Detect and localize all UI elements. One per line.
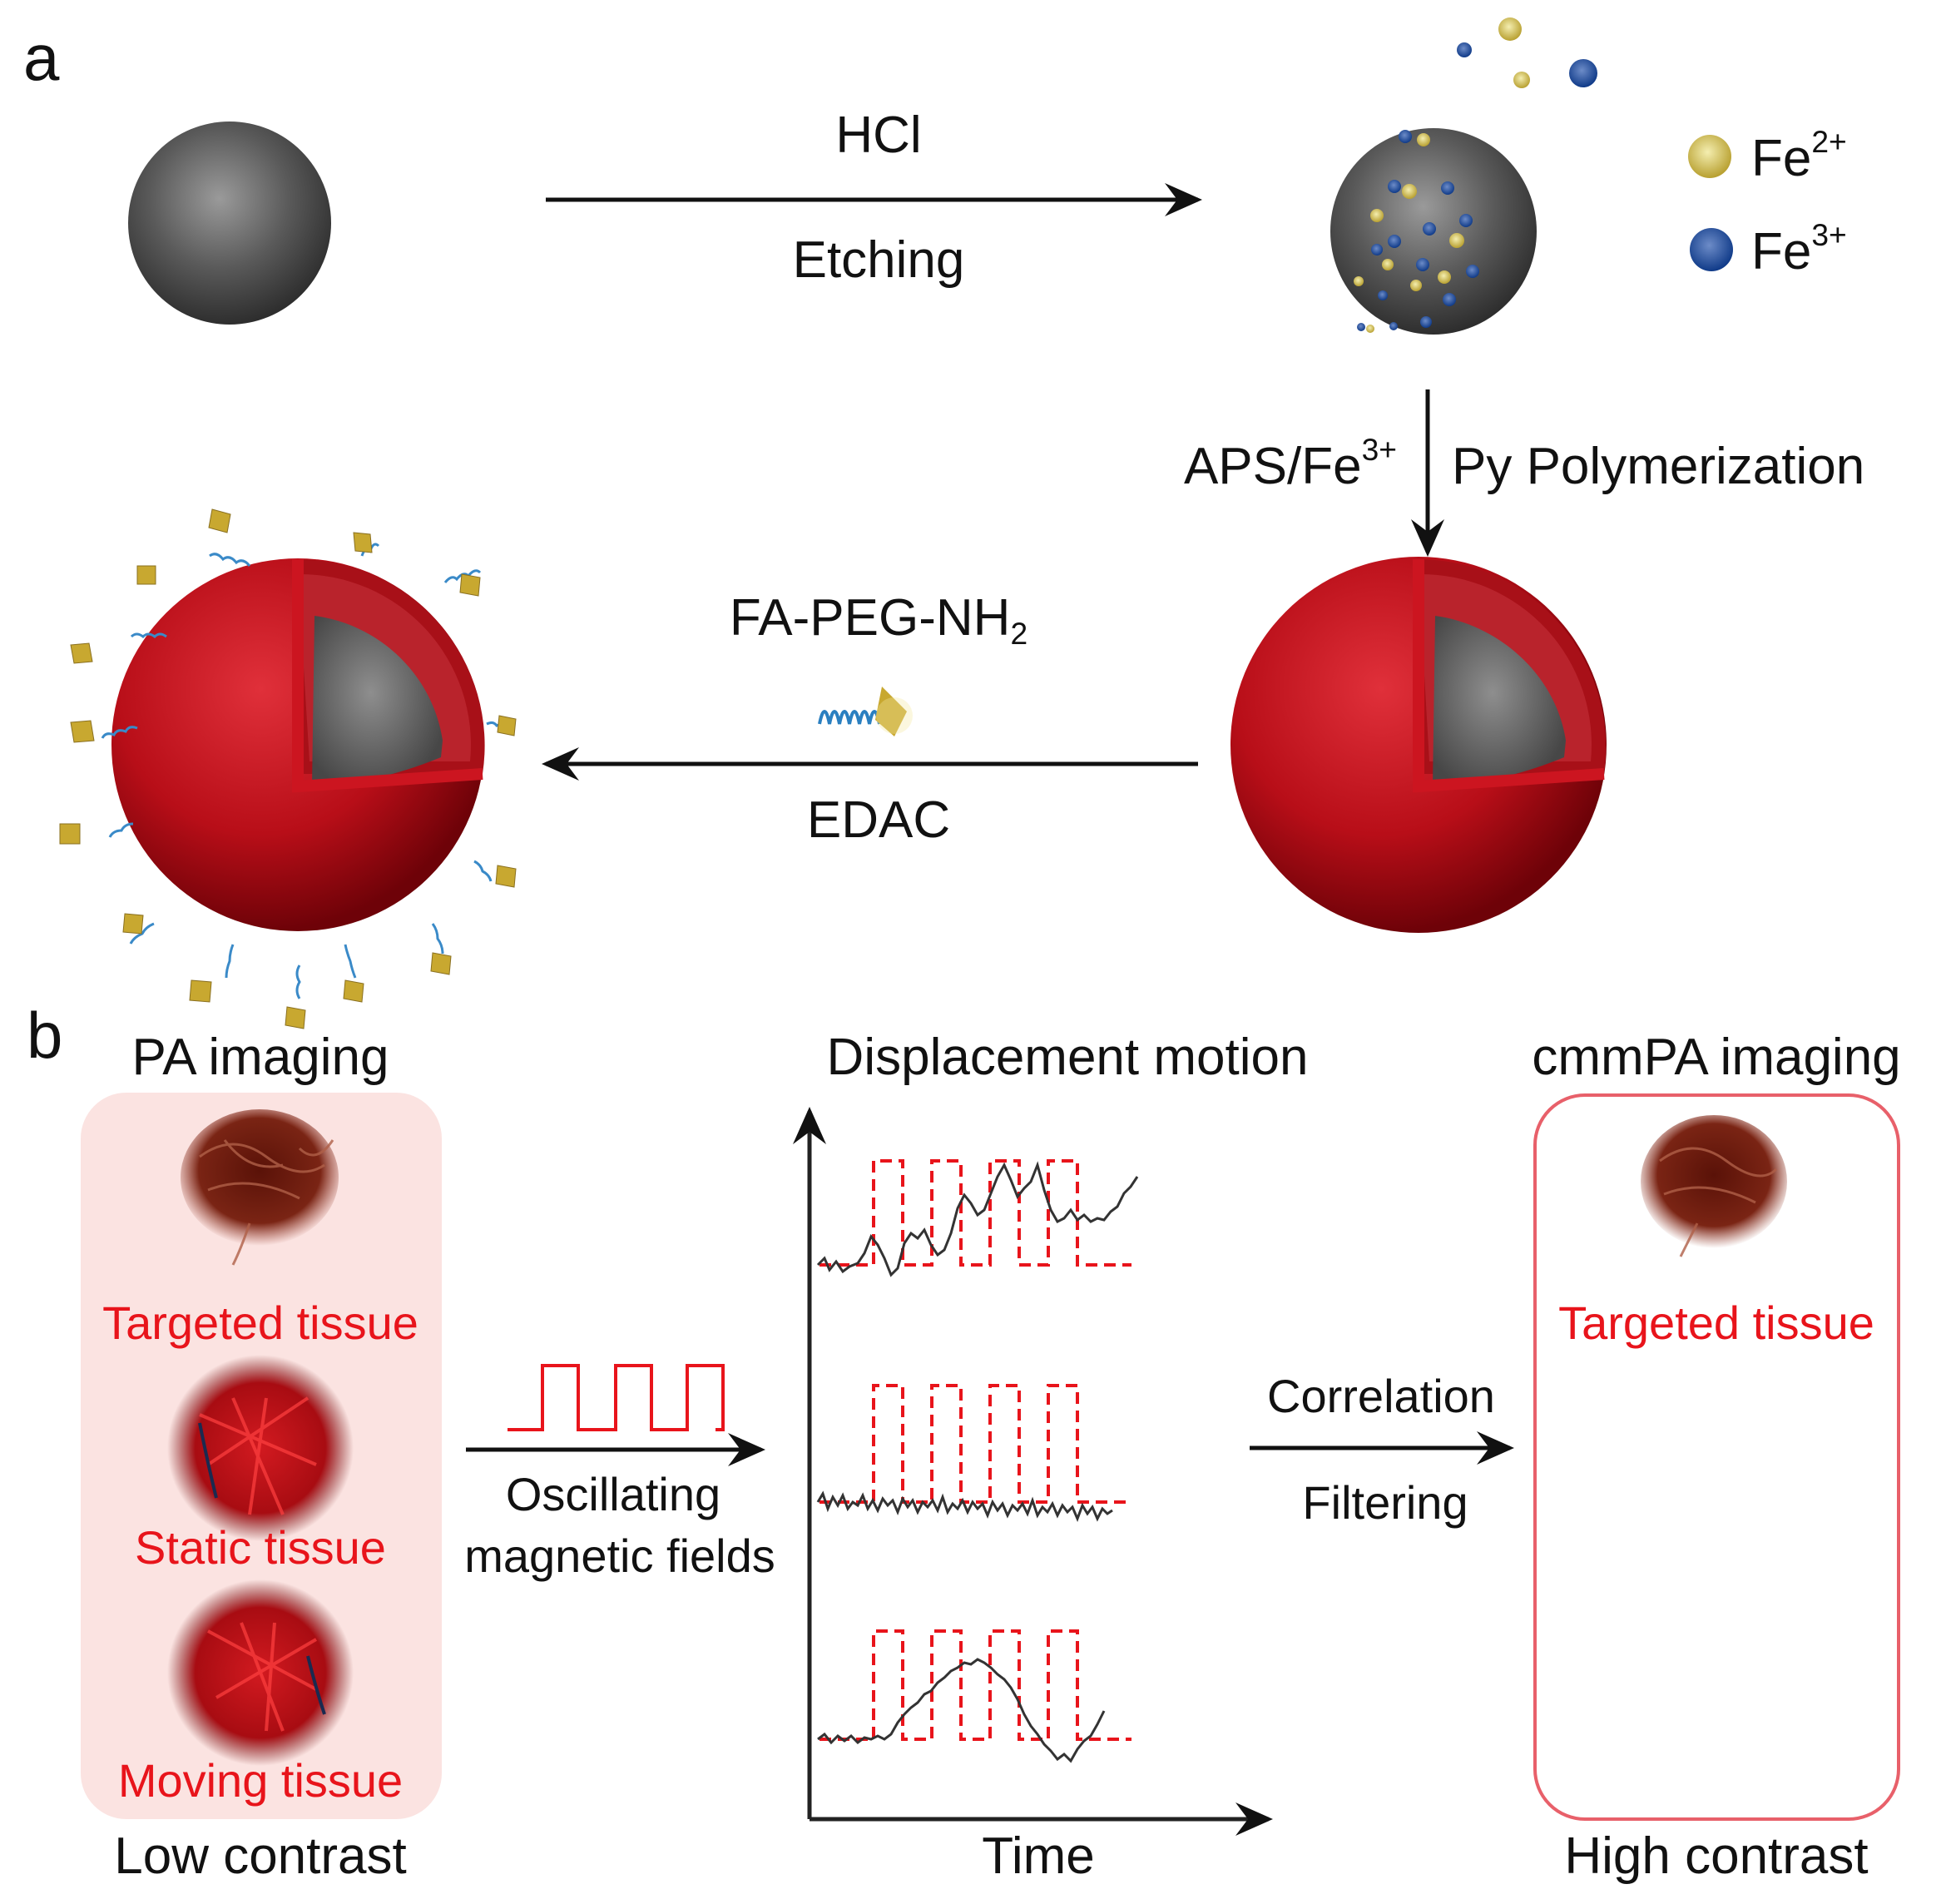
magnetic-fields-label: magnetic fields [464, 1530, 775, 1582]
targeted-tissue-image [181, 1109, 339, 1266]
fa-peg-molecule-icon [818, 687, 913, 736]
fe2-legend-label: Fe2+ [1751, 124, 1847, 187]
hcl-label: HCl [835, 107, 922, 164]
high-contrast-label: High contrast [1564, 1827, 1869, 1885]
fa-peg-nh2-label: FA-PEG-NH2 [729, 589, 1028, 652]
square-wave-icon [508, 1364, 725, 1431]
moving-tissue-label: Moving tissue [117, 1754, 404, 1807]
targeted-tissue-trace [816, 1159, 1139, 1277]
fe3-legend-label: Fe3+ [1751, 217, 1847, 280]
fe3-legend-marker [1690, 228, 1733, 271]
displacement-chart [793, 1107, 1273, 1836]
fe2-legend-marker [1688, 135, 1731, 178]
magnetic-core-sphere [128, 121, 331, 325]
cmmpa-imaging-title: cmmPA imaging [1532, 1029, 1901, 1086]
cmmpa-imaging-box [1533, 1093, 1900, 1821]
panel-a-label: a [23, 21, 60, 94]
edac-label: EDAC [806, 791, 951, 849]
etched-core-with-iron-ions [1330, 17, 1597, 335]
targeted-tissue-label-filtered: Targeted tissue [1558, 1297, 1874, 1349]
folate-peg-functionalized-nanoparticle [59, 508, 517, 1029]
aps-fe3-label: APS/Fe3+ [1183, 432, 1397, 495]
targeted-tissue-label: Targeted tissue [102, 1297, 418, 1349]
static-tissue-label: Static tissue [135, 1521, 386, 1574]
targeted-tissue-image-filtered [1641, 1115, 1787, 1257]
pa-imaging-title: PA imaging [131, 1029, 389, 1086]
py-polymerization-label: Py Polymerization [1452, 438, 1865, 495]
displacement-motion-title: Displacement motion [826, 1029, 1309, 1086]
time-axis-label: Time [982, 1827, 1095, 1885]
moving-tissue-image [167, 1579, 354, 1766]
moving-tissue-trace [817, 1629, 1131, 1763]
static-tissue-trace [816, 1384, 1131, 1523]
panel-b-label: b [27, 999, 63, 1072]
filtering-label: Filtering [1302, 1476, 1468, 1529]
correlation-label: Correlation [1267, 1370, 1495, 1422]
etching-label: Etching [792, 231, 965, 289]
oscillating-label: Oscillating [505, 1468, 721, 1520]
polypyrrole-coated-core-shell [1230, 557, 1607, 933]
static-tissue-image [167, 1355, 354, 1541]
low-contrast-label: Low contrast [114, 1827, 407, 1885]
